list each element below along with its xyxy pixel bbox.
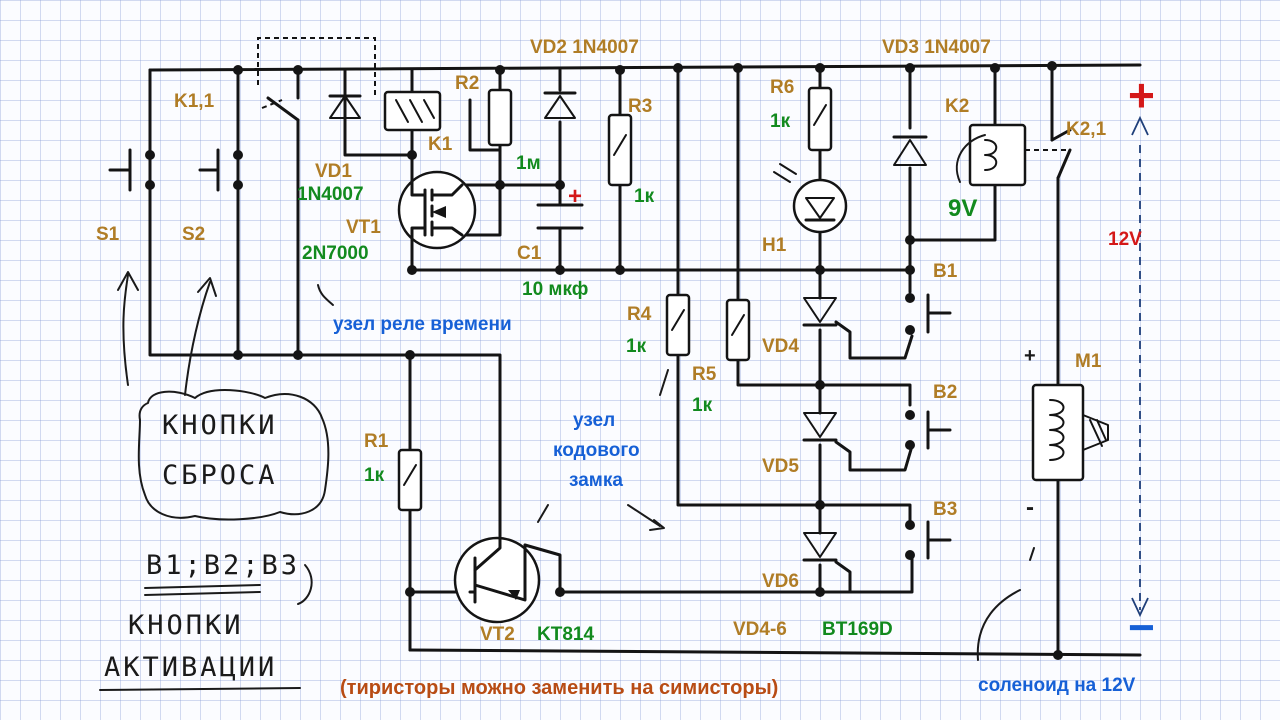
resistor-r6-symbol [807, 86, 833, 152]
m1-label: M1 [1075, 351, 1102, 372]
vd46-type-label: BT169D [822, 619, 893, 640]
reset-button-s2-symbol [198, 148, 243, 192]
thyristor-vd5-symbol [802, 412, 838, 442]
r1-label: R1 [364, 431, 389, 452]
transistor-vt2-symbol [453, 463, 541, 624]
thyristor-note: (тиристоры можно заменить на симисторы) [340, 677, 779, 699]
vt1-type-label: 2N7000 [302, 243, 369, 264]
vd1-label: VD1 [315, 161, 352, 182]
vt1-label: VT1 [346, 217, 381, 238]
b3-label: B3 [933, 499, 958, 520]
code-lock-annotation-line3: замка [569, 470, 623, 491]
diode-vd2-symbol [543, 91, 577, 119]
activation-underlines [99, 584, 301, 691]
activation-buttons-handwritten: B1;B2;B3 [146, 550, 301, 581]
mosfet-vt1-symbol [397, 170, 477, 250]
k2-voltage-label: 9V [948, 195, 978, 222]
reset-buttons-handwritten-line2: СБРОСА [162, 460, 278, 491]
activation-button-b3-symbol [905, 520, 952, 560]
r2-label: R2 [455, 73, 480, 94]
vd5-label: VD5 [762, 456, 799, 477]
k2-label: K2 [945, 96, 970, 117]
plus-sign: + [1128, 69, 1155, 121]
r6-value-label: 1к [770, 111, 791, 132]
k1-label: K1 [428, 134, 453, 155]
solenoid-annotation: соленоид на 12V [978, 675, 1136, 696]
relay-k1-coil-symbol [383, 90, 442, 132]
k11-label: K1,1 [174, 91, 215, 112]
vd46-label: VD4-6 [733, 619, 787, 640]
solenoid-m1-symbol [1031, 383, 1109, 482]
r3-value-label: 1к [634, 186, 655, 207]
thyristor-vd4-symbol [802, 297, 838, 327]
r2-value-label: 1м [516, 153, 541, 174]
diode-vd3-symbol [892, 135, 928, 166]
minus-sign: − [1128, 601, 1155, 653]
c1-value-label: 10 мкф [522, 279, 589, 300]
m1-plus-sign: + [1024, 345, 1036, 367]
resistor-r1-symbol [397, 448, 423, 512]
b1-label: B1 [933, 261, 958, 282]
r6-label: R6 [770, 77, 795, 98]
resistor-r3-symbol [607, 113, 633, 187]
reset-button-s1-symbol [108, 148, 155, 192]
capacitor-c1-symbol [536, 203, 584, 230]
vd6-label: VD6 [762, 571, 799, 592]
junction-dots [233, 61, 1063, 660]
vd4-label: VD4 [762, 336, 799, 357]
resistor-r4-symbol [665, 293, 691, 357]
activation-handwritten-line1: КНОПКИ [128, 610, 244, 641]
s2-label: S2 [182, 224, 206, 245]
resistor-r2-symbol [487, 88, 513, 147]
code-lock-annotation-line2: кодового [553, 440, 640, 461]
voltage-arrow [1131, 115, 1149, 618]
vt2-type-label: KT814 [537, 624, 595, 645]
vd3-label: VD3 1N4007 [882, 37, 991, 58]
h1-label: H1 [762, 235, 787, 256]
k21-label: K2,1 [1066, 119, 1107, 140]
vt2-label: VT2 [480, 624, 515, 645]
thyristor-vd6-symbol [802, 532, 838, 562]
relay-contact-k21-symbol [1025, 128, 1072, 180]
timer-node-annotation: узел реле времени [333, 314, 512, 335]
led-h1-symbol [773, 163, 848, 234]
b2-label: B2 [933, 382, 958, 403]
s1-label: S1 [96, 224, 120, 245]
diode-vd1-symbol [328, 94, 362, 119]
reset-buttons-handwritten-line1: КНОПКИ [162, 410, 278, 441]
r4-value-label: 1к [626, 336, 647, 357]
r4-label: R4 [627, 304, 652, 325]
activation-button-b1-symbol [905, 293, 952, 335]
activation-button-b2-symbol [905, 410, 952, 450]
r5-value-label: 1к [692, 395, 713, 416]
relay-k2-coil-symbol [955, 123, 1027, 187]
reset-buttons-cloud [137, 389, 330, 521]
r5-label: R5 [692, 364, 717, 385]
relay-contact-k11-symbol [257, 37, 376, 122]
resistor-r5-symbol [725, 298, 751, 362]
vd1-type-label: 1N4007 [297, 184, 364, 205]
vd2-label: VD2 1N4007 [530, 37, 639, 58]
m1-minus-sign: - [1026, 494, 1034, 521]
c1-label: C1 [517, 243, 542, 264]
code-lock-annotation-line1: узел [573, 410, 616, 431]
r1-value-label: 1к [364, 465, 385, 486]
r3-label: R3 [628, 96, 653, 117]
activation-handwritten-line2: АКТИВАЦИИ [104, 652, 278, 683]
annotation-arrows [117, 271, 1035, 661]
c1-plus-sign: + [568, 183, 583, 210]
supply-voltage-label: 12V [1108, 229, 1142, 250]
